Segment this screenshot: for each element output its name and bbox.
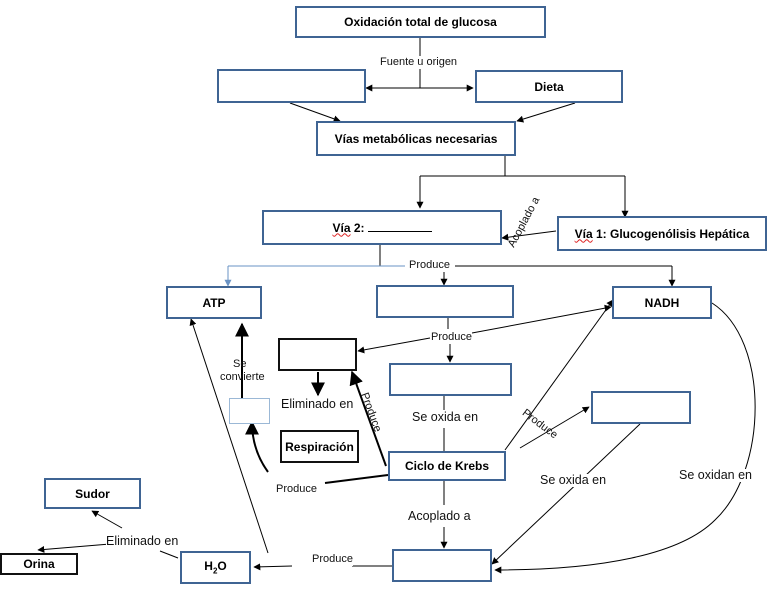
node-ciclo-krebs-label: Ciclo de Krebs (404, 459, 490, 473)
node-respiracion: Respiración (280, 430, 359, 463)
node-via-1-label: Vía 1: Glucogenólisis Hepática (575, 227, 750, 241)
node-atp: ATP (166, 286, 262, 319)
node-dieta: Dieta (475, 70, 623, 103)
node-vias-metabolicas: Vías metabólicas necesarias (316, 121, 516, 156)
node-via-2-label: Vía 2: (332, 220, 432, 235)
label-fuente-origen: Fuente u origen (380, 56, 458, 69)
label-se: Se (233, 358, 247, 370)
node-blank-origen (217, 69, 366, 103)
label-produce-bottom: Produce (312, 553, 353, 566)
node-vias-label: Vías metabólicas necesarias (334, 131, 498, 146)
node-blank-dark (278, 338, 357, 371)
via-1-suffix: 1: Glucogenólisis Hepática (592, 226, 750, 241)
h2o-h: H (204, 559, 213, 574)
label-eliminado-en-h2o: Eliminado en (106, 534, 179, 548)
node-ciclo-krebs: Ciclo de Krebs (388, 451, 506, 481)
label-convierte: convierte (220, 371, 265, 383)
label-se-oxida-en-right: Se oxida en (540, 473, 607, 487)
node-via-1: Vía 1: Glucogenólisis Hepática (557, 216, 767, 251)
node-blank-light (229, 398, 270, 424)
via-1-prefix: Vía (574, 226, 593, 241)
node-h2o: H2O (180, 551, 251, 584)
h2o-o: O (217, 559, 227, 574)
label-produce-middle: Produce (431, 331, 472, 344)
node-atp-label: ATP (202, 295, 226, 310)
node-blank-produce (376, 285, 514, 318)
node-orina: Orina (0, 553, 78, 575)
node-oxidacion-glucosa: Oxidación total de glucosa (295, 6, 546, 38)
node-blank-krebs-out (389, 363, 512, 396)
node-blank-bottom (392, 549, 492, 582)
node-respiracion-label: Respiración (285, 439, 354, 454)
node-nadh: NADH (612, 286, 712, 319)
node-via-2: Vía 2: (262, 210, 502, 245)
label-eliminado-en-respiracion: Eliminado en (281, 397, 354, 411)
node-dieta-label: Dieta (534, 79, 564, 94)
via-2-blank-line (367, 222, 432, 232)
node-h2o-label: H2O (204, 559, 226, 575)
node-oxidacion-label: Oxidación total de glucosa (344, 15, 497, 29)
node-nadh-label: NADH (644, 295, 680, 310)
label-se-oxidan-en: Se oxidan en (679, 468, 752, 482)
via-2-suffix: 2: (350, 220, 365, 235)
label-produce-top: Produce (409, 259, 450, 272)
node-blank-right (591, 391, 691, 424)
via-2-prefix: Vía (332, 220, 351, 235)
label-acoplado-a-krebs: Acoplado a (408, 509, 471, 523)
label-produce-left: Produce (276, 483, 317, 496)
node-sudor-label: Sudor (75, 486, 110, 501)
h2o-subscript: 2 (212, 566, 218, 576)
label-se-oxida-en-krebs: Se oxida en (412, 410, 479, 424)
node-orina-label: Orina (23, 557, 55, 571)
node-sudor: Sudor (44, 478, 141, 509)
